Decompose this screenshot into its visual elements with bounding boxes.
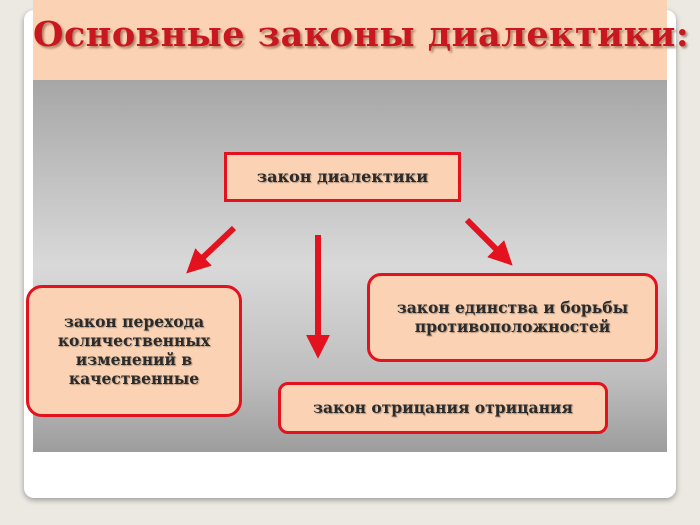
- node-quantity-to-quality: закон перехода количественных изменений …: [26, 285, 242, 417]
- slide-title: Основные законы диалектики:: [33, 14, 690, 55]
- node-right-label: закон единства и борьбы противоположност…: [396, 297, 629, 336]
- node-bottom-label: закон отрицания отрицания: [313, 397, 573, 417]
- center-node-law-of-dialectics: закон диалектики: [224, 152, 461, 202]
- node-left-label: закон перехода количественных изменений …: [57, 312, 211, 388]
- node-unity-of-opposites: закон единства и борьбы противоположност…: [367, 273, 658, 362]
- title-band: [33, 0, 667, 80]
- node-negation-of-negation: закон отрицания отрицания: [278, 382, 608, 434]
- center-node-label: закон диалектики: [256, 167, 429, 187]
